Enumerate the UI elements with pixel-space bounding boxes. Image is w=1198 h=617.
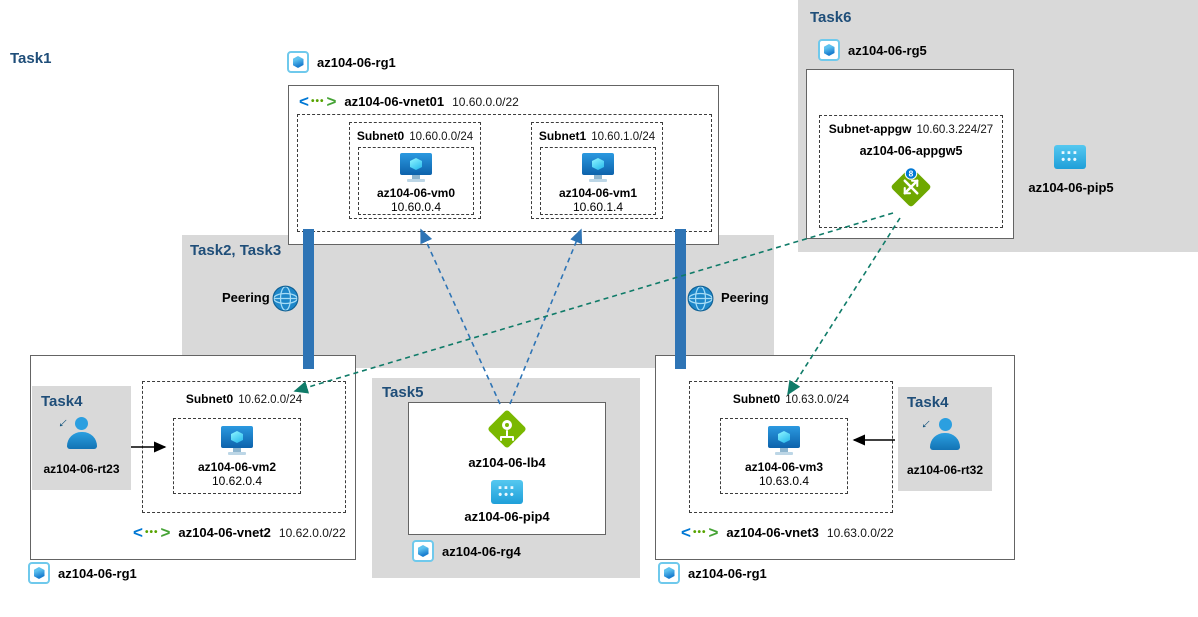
task4-left-region: Task4 → az104-06-rt23 bbox=[32, 386, 131, 490]
vnet01-box: <•••> az104-06-vnet01 10.60.0.0/22 Subne… bbox=[288, 85, 719, 245]
pip5-label: az104-06-pip5 bbox=[1028, 180, 1114, 195]
task2-task3-label: Task2, Task3 bbox=[190, 242, 282, 259]
task4-right-label: Task4 bbox=[907, 394, 949, 411]
vm-icon bbox=[767, 426, 801, 457]
task6-label: Task6 bbox=[810, 9, 852, 26]
rg4-row: az104-06-rg4 bbox=[412, 540, 521, 562]
rg1-bottom-left-label: az104-06-rg1 bbox=[58, 565, 137, 581]
vnet2-box: Task4 → az104-06-rt23 Subnet0 10.62.0.0/… bbox=[30, 355, 356, 560]
resource-group-icon bbox=[658, 562, 680, 584]
subnet0-top-name: Subnet0 bbox=[356, 129, 405, 143]
peering-globe-icon-left bbox=[272, 285, 299, 317]
task1-label: Task1 bbox=[10, 50, 52, 67]
pip4-label: az104-06-pip4 bbox=[464, 509, 550, 524]
subnet0-right-name: Subnet0 bbox=[732, 392, 781, 406]
vm0-name: az104-06-vm0 bbox=[376, 186, 456, 200]
rt23-label: az104-06-rt23 bbox=[43, 462, 120, 476]
vm3-name: az104-06-vm3 bbox=[744, 460, 824, 474]
vm-icon bbox=[399, 153, 433, 183]
subnet0-top-cidr: 10.60.0.0/24 bbox=[409, 131, 474, 143]
peering-label-left: Peering bbox=[222, 290, 270, 305]
vm2-name: az104-06-vm2 bbox=[197, 460, 277, 474]
rg1-top-row: az104-06-rg1 bbox=[287, 51, 396, 73]
vnet-peering-bar-right bbox=[675, 229, 686, 369]
vnet2-cidr: 10.62.0.0/22 bbox=[278, 525, 346, 540]
vnet3-box: Subnet0 10.63.0.0/24 az104-06-vm3 10.63.… bbox=[655, 355, 1015, 560]
vm1-box: az104-06-vm1 10.60.1.4 bbox=[540, 147, 656, 215]
subnet1-top-cidr: 10.60.1.0/24 bbox=[591, 131, 656, 143]
rg5-row: az104-06-rg5 bbox=[818, 39, 927, 61]
rg5-label: az104-06-rg5 bbox=[848, 42, 927, 58]
task4-right-region: Task4 → az104-06-rt32 bbox=[898, 387, 992, 491]
vnet-icon: <•••> bbox=[133, 523, 171, 542]
subnet-appgw-name: Subnet-appgw bbox=[828, 122, 912, 136]
subnet1-top-label: Subnet1 10.60.1.0/24 bbox=[532, 129, 662, 143]
vm-icon bbox=[581, 153, 615, 183]
vnet2-row: <•••> az104-06-vnet2 10.62.0.0/22 bbox=[133, 524, 346, 541]
peering-globe-icon-right bbox=[687, 285, 714, 317]
vm0-box: az104-06-vm0 10.60.0.4 bbox=[358, 147, 474, 215]
public-ip-icon: ▪▪▪••• bbox=[409, 480, 605, 504]
vnet3-cidr: 10.63.0.0/22 bbox=[826, 525, 894, 540]
vnet01-header: <•••> az104-06-vnet01 10.60.0.0/22 bbox=[299, 93, 519, 110]
lb4-label: az104-06-lb4 bbox=[468, 455, 546, 470]
subnet0-top-box: Subnet0 10.60.0.0/24 az104-06-vm0 10.60.… bbox=[349, 122, 481, 219]
rg1-bottom-right-label: az104-06-rg1 bbox=[688, 565, 767, 581]
vm-icon bbox=[220, 426, 254, 457]
subnet-appgw-box: Subnet-appgw 10.60.3.224/27 az104-06-app… bbox=[819, 115, 1003, 228]
subnet0-left-label: Subnet0 10.62.0.0/24 bbox=[143, 392, 345, 406]
subnet0-right-box: Subnet0 10.63.0.0/24 az104-06-vm3 10.63.… bbox=[689, 381, 893, 513]
resource-group-icon bbox=[818, 39, 840, 61]
svg-text:8: 8 bbox=[909, 169, 914, 179]
vnet01-name: az104-06-vnet01 bbox=[344, 94, 445, 109]
vm0-ip: 10.60.0.4 bbox=[390, 200, 442, 214]
subnet0-left-cidr: 10.62.0.0/24 bbox=[238, 394, 303, 406]
rt32-label: az104-06-rt32 bbox=[906, 463, 984, 477]
subnet0-left-box: Subnet0 10.62.0.0/24 az104-06-vm2 10.62.… bbox=[142, 381, 346, 513]
vm1-ip: 10.60.1.4 bbox=[572, 200, 624, 214]
vm3-box: az104-06-vm3 10.63.0.4 bbox=[720, 418, 848, 494]
vnet-icon: <•••> bbox=[681, 523, 719, 542]
vnet2-name: az104-06-vnet2 bbox=[178, 525, 271, 540]
vm2-box: az104-06-vm2 10.62.0.4 bbox=[173, 418, 301, 494]
rg1-bottom-right-row: az104-06-rg1 bbox=[658, 562, 767, 584]
subnet-appgw-cidr: 10.60.3.224/27 bbox=[916, 124, 994, 136]
vm2-ip: 10.62.0.4 bbox=[211, 474, 263, 488]
vm3-ip: 10.63.0.4 bbox=[758, 474, 810, 488]
task4-left-label: Task4 bbox=[41, 393, 83, 410]
rg1-bottom-left-row: az104-06-rg1 bbox=[28, 562, 137, 584]
rg1-top-label: az104-06-rg1 bbox=[317, 54, 396, 70]
vnet3-row: <•••> az104-06-vnet3 10.63.0.0/22 bbox=[681, 524, 894, 541]
vnet3-name: az104-06-vnet3 bbox=[726, 525, 819, 540]
appgw5-name: az104-06-appgw5 bbox=[859, 144, 963, 158]
resource-group-icon bbox=[287, 51, 309, 73]
load-balancer-icon bbox=[409, 405, 605, 453]
resource-group-icon bbox=[412, 540, 434, 562]
subnet1-top-box: Subnet1 10.60.1.0/24 az104-06-vm1 10.60.… bbox=[531, 122, 663, 219]
task5-label: Task5 bbox=[382, 384, 424, 401]
vm1-name: az104-06-vm1 bbox=[558, 186, 638, 200]
app-gateway-icon: 8 bbox=[820, 162, 1002, 212]
vnet-peering-bar-left bbox=[303, 229, 314, 369]
task6-white-box: Subnet-appgw 10.60.3.224/27 az104-06-app… bbox=[806, 69, 1014, 239]
subnet0-right-label: Subnet0 10.63.0.0/24 bbox=[690, 392, 892, 406]
subnet0-top-label: Subnet0 10.60.0.0/24 bbox=[350, 129, 480, 143]
route-table-icon: → bbox=[53, 413, 102, 455]
vnet-icon: <•••> bbox=[299, 92, 337, 111]
subnet0-left-name: Subnet0 bbox=[185, 392, 234, 406]
lb4-box: az104-06-lb4 ▪▪▪••• az104-06-pip4 bbox=[408, 402, 606, 535]
resource-group-icon bbox=[28, 562, 50, 584]
public-ip-icon: ▪▪▪••• bbox=[1054, 145, 1086, 169]
route-table-icon: → bbox=[916, 414, 965, 456]
subnet1-top-name: Subnet1 bbox=[538, 129, 587, 143]
subnet0-right-cidr: 10.63.0.0/24 bbox=[785, 394, 850, 406]
peering-label-right: Peering bbox=[721, 290, 769, 305]
rg4-label: az104-06-rg4 bbox=[442, 543, 521, 559]
subnet-appgw-label: Subnet-appgw 10.60.3.224/27 bbox=[820, 122, 1002, 136]
vnet01-cidr: 10.60.0.0/22 bbox=[452, 94, 519, 109]
